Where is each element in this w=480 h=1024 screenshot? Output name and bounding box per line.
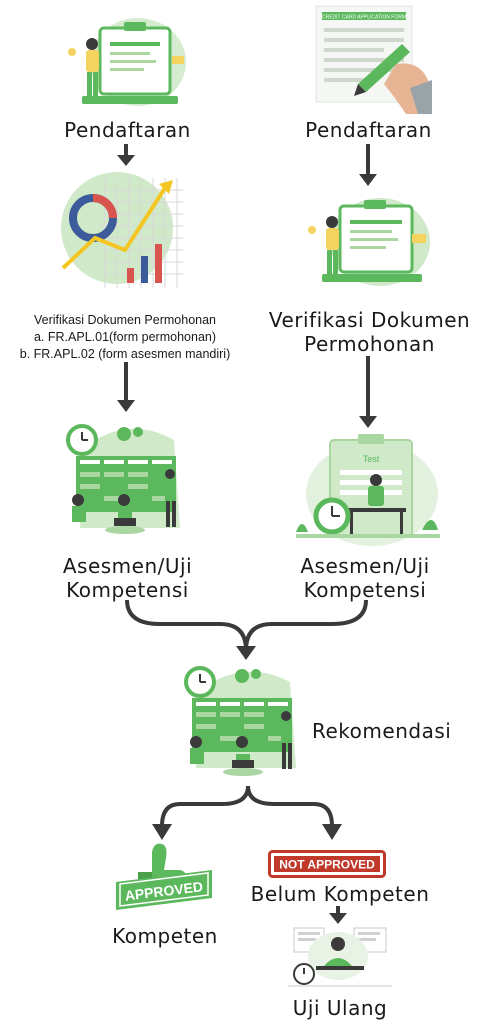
right-step3-line2: Kompetensi xyxy=(303,578,427,602)
right-step2-line1: Verifikasi Dokumen xyxy=(268,308,471,332)
left-arrow-1 xyxy=(114,144,138,168)
registration-illustration-left xyxy=(60,10,190,110)
left-arrow-2 xyxy=(114,362,138,414)
retest-illustration xyxy=(288,922,392,990)
not-approved-stamp-text: NOT APPROVED xyxy=(279,858,375,872)
verification-illustration-right xyxy=(306,190,434,290)
right-step2-line2: Permohonan xyxy=(304,332,435,356)
form-header-text: CREDIT CARD APPLICATION FORM xyxy=(322,15,406,21)
approved-label: Kompeten xyxy=(112,924,218,948)
left-step3-line1: Asesmen/Uji xyxy=(62,554,193,578)
recommendation-label: Rekomendasi xyxy=(312,719,452,743)
not-approved-label: Belum Kompeten xyxy=(250,882,430,906)
approved-stamp-illustration: APPROVED xyxy=(112,840,216,922)
right-arrow-2 xyxy=(356,356,380,430)
left-step2-line2: a. FR.APL.01(form permohonan) xyxy=(33,330,217,344)
test-header-text: Test xyxy=(363,454,380,464)
left-step3-line2: Kompetensi xyxy=(66,578,189,602)
form-filling-illustration: CREDIT CARD APPLICATION FORM xyxy=(306,4,434,114)
left-step2-line1: Verifikasi Dokumen Permohonan xyxy=(33,313,217,327)
test-clipboard-illustration: Test xyxy=(292,432,442,550)
analytics-chart-illustration xyxy=(55,168,190,303)
merge-connector xyxy=(110,600,380,664)
recommendation-illustration xyxy=(180,662,308,786)
assessment-team-illustration-left xyxy=(62,418,192,548)
right-step3-line1: Asesmen/Uji xyxy=(300,554,430,578)
right-step1-label: Pendaftaran xyxy=(305,118,432,142)
retest-arrow xyxy=(326,906,350,926)
left-step2-line3: b. FR.APL.02 (form asesmen mandiri) xyxy=(19,347,231,361)
split-connector xyxy=(150,786,350,844)
left-step1-label: Pendaftaran xyxy=(64,118,191,142)
right-arrow-1 xyxy=(356,144,380,188)
not-approved-stamp: NOT APPROVED xyxy=(268,850,386,878)
retest-label: Uji Ulang xyxy=(292,996,388,1020)
